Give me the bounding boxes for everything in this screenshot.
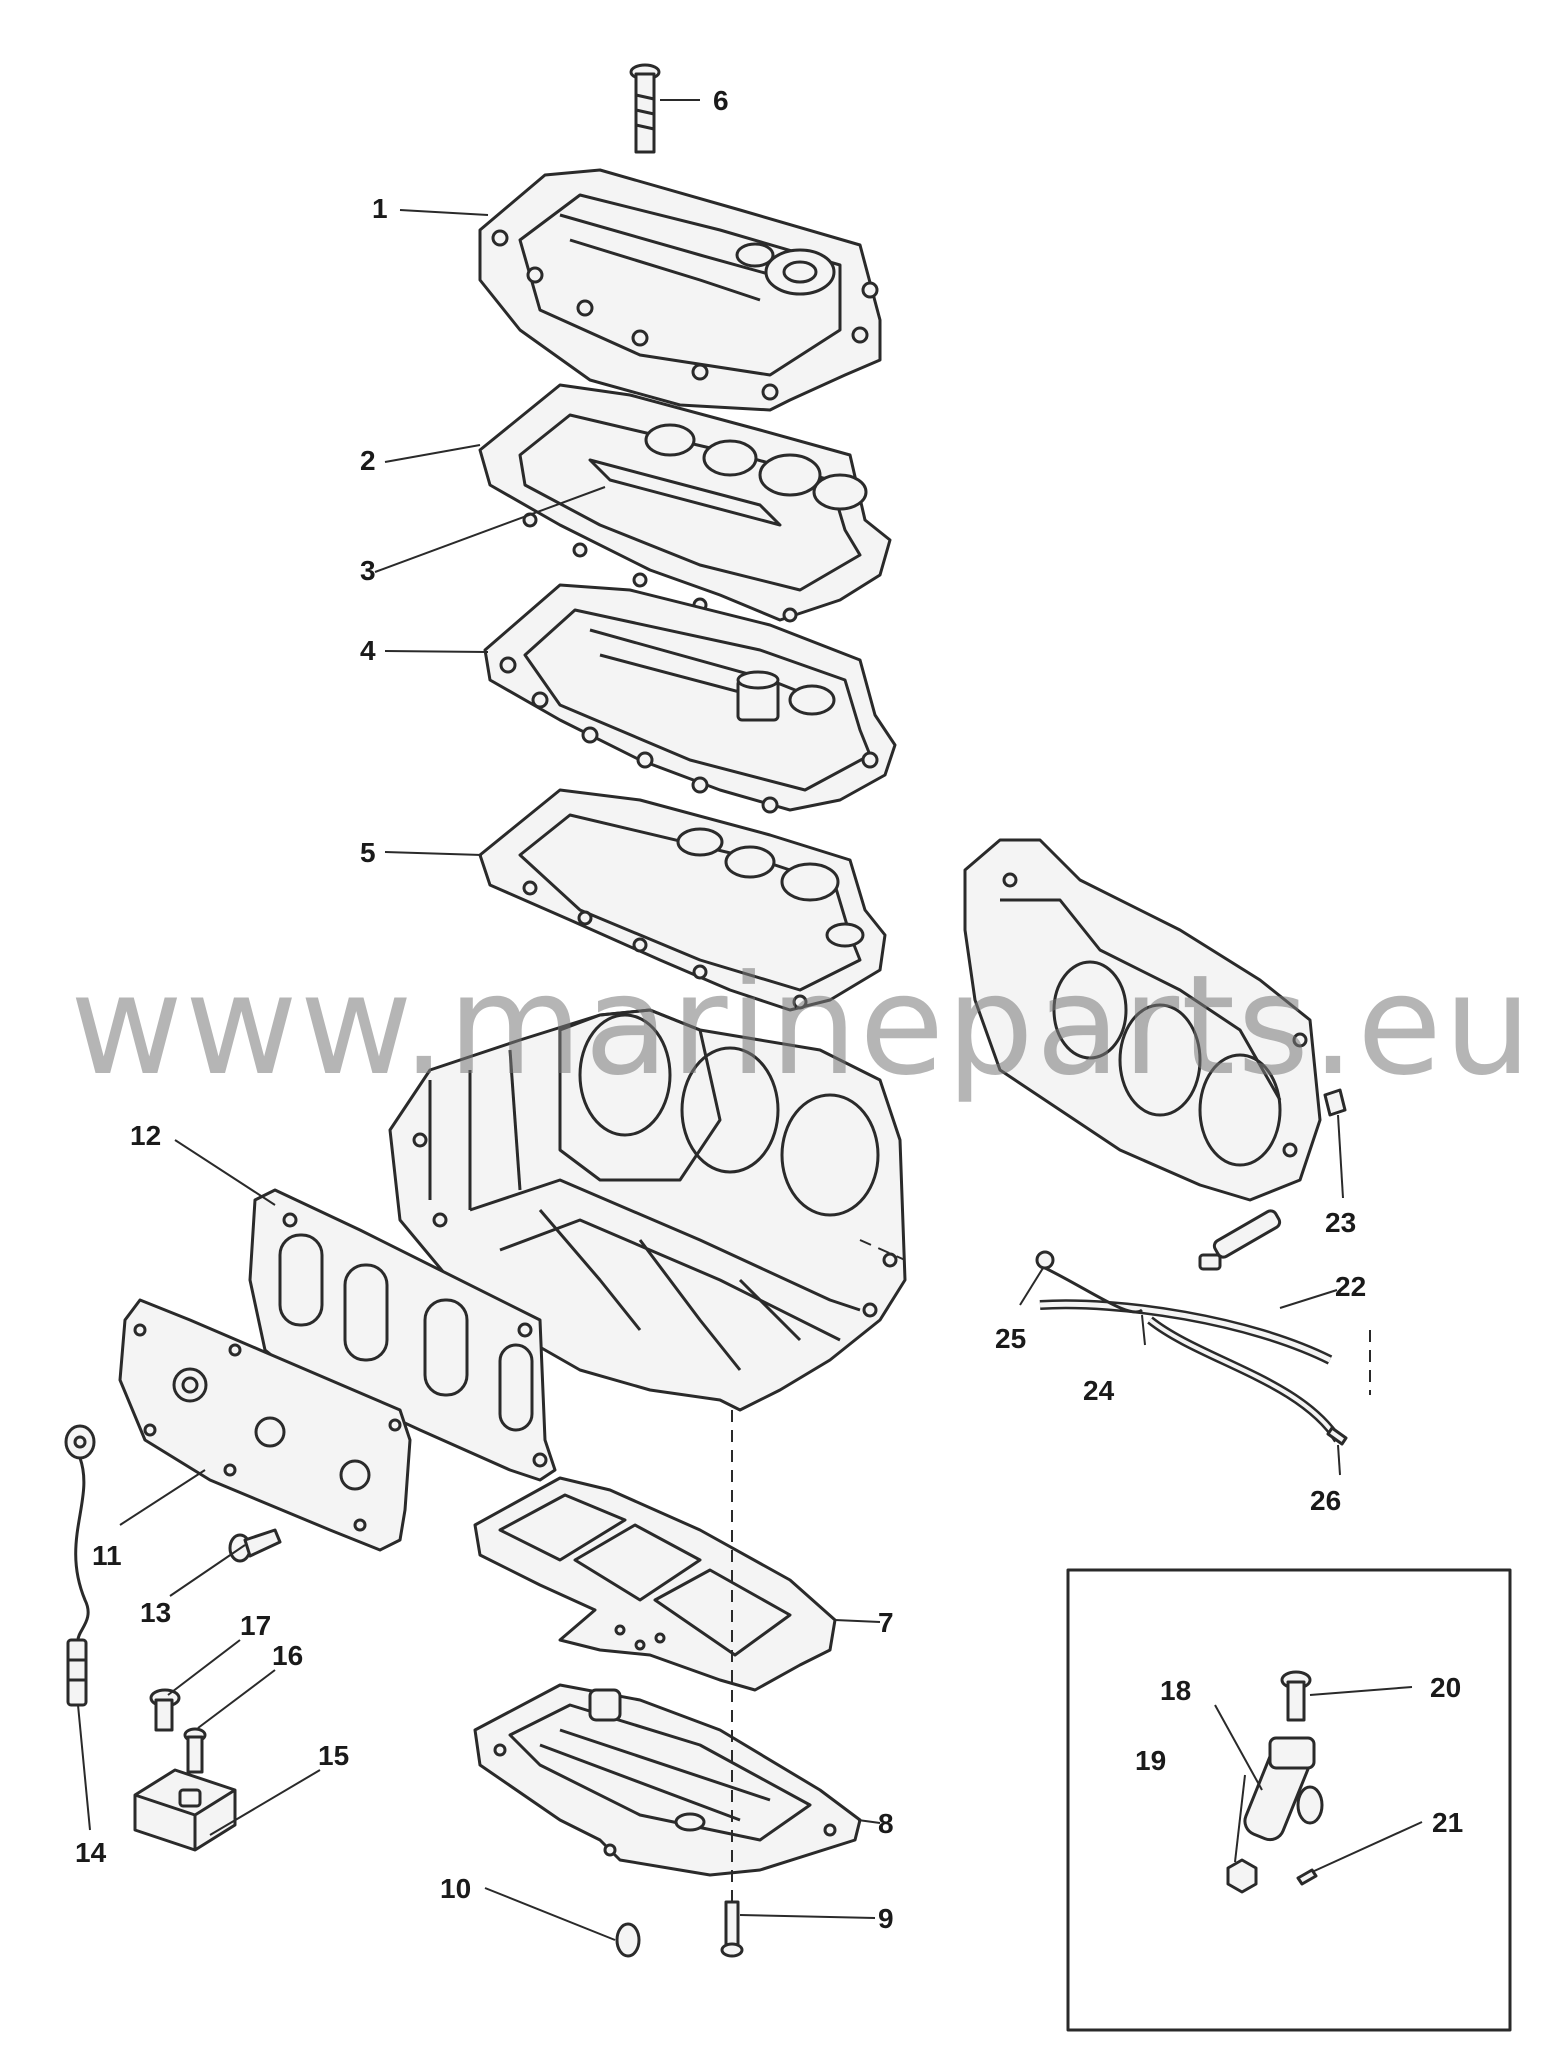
callout-1: 1 xyxy=(372,193,388,224)
callout-19: 19 xyxy=(1135,1745,1166,1776)
part-1-cover-plate xyxy=(478,168,882,412)
part-21-pin xyxy=(1296,1868,1318,1886)
callout-12: 12 xyxy=(130,1120,161,1151)
part-7-reed-plate xyxy=(473,1476,837,1692)
part-12-exhaust-gasket xyxy=(248,1188,557,1482)
callout-22: 22 xyxy=(1335,1271,1366,1302)
callout-23: 23 xyxy=(1325,1207,1356,1238)
part-6-bolt xyxy=(629,63,661,154)
part-18-sensor-body xyxy=(1243,1736,1324,1842)
callout-14: 14 xyxy=(75,1837,107,1868)
callout-5: 5 xyxy=(360,837,376,868)
callout-3: 3 xyxy=(360,555,376,586)
callout-18: 18 xyxy=(1160,1675,1191,1706)
callout-labels: 6 1 2 3 4 5 7 8 9 10 11 12 13 14 15 16 1… xyxy=(75,85,1463,1934)
part-20-screw xyxy=(1280,1670,1312,1722)
callout-10: 10 xyxy=(440,1873,471,1904)
callout-7: 7 xyxy=(878,1607,894,1638)
callout-11: 11 xyxy=(92,1540,122,1571)
part-5-gasket xyxy=(478,788,887,1012)
callout-4: 4 xyxy=(360,635,376,666)
part-25-fitting xyxy=(1035,1250,1143,1314)
part-23-fitting xyxy=(1323,1088,1347,1117)
callout-21: 21 xyxy=(1432,1807,1463,1838)
part-13-bolt xyxy=(228,1528,282,1563)
callout-9: 9 xyxy=(878,1903,894,1934)
callout-24: 24 xyxy=(1083,1375,1115,1406)
part-19-nut xyxy=(1226,1858,1258,1894)
callout-26: 26 xyxy=(1310,1485,1341,1516)
part-11-exhaust-cover xyxy=(118,1298,412,1552)
part-22-hose xyxy=(1039,1299,1342,1443)
callout-16: 16 xyxy=(272,1640,303,1671)
part-15-block xyxy=(133,1768,237,1852)
inset-frame xyxy=(1066,1568,1512,2032)
callout-20: 20 xyxy=(1430,1672,1461,1703)
callout-6: 6 xyxy=(713,85,729,116)
callout-17: 17 xyxy=(240,1610,271,1641)
part-26-clip xyxy=(1326,1426,1348,1446)
part-17-screw xyxy=(149,1688,181,1732)
part-3-separator-plate xyxy=(588,458,782,527)
part-8-manifold-plate xyxy=(473,1683,862,1877)
callout-13: 13 xyxy=(140,1597,171,1628)
callout-8: 8 xyxy=(878,1808,894,1839)
part-14-temperature-sensor xyxy=(64,1424,96,1707)
part-2-gasket xyxy=(478,383,892,623)
alignment-lines xyxy=(731,1239,1371,1905)
callout-25: 25 xyxy=(995,1323,1026,1354)
part-16-screw xyxy=(183,1727,207,1774)
leader-lines xyxy=(77,99,1423,1941)
callout-15: 15 xyxy=(318,1740,349,1771)
part-crankcase-half xyxy=(963,838,1322,1202)
part-24-fitting xyxy=(1198,1209,1282,1271)
part-10-bolt xyxy=(615,1922,641,1958)
callout-2: 2 xyxy=(360,445,376,476)
part-9-bolt xyxy=(720,1900,744,1958)
part-4-cover-plate xyxy=(483,583,897,814)
